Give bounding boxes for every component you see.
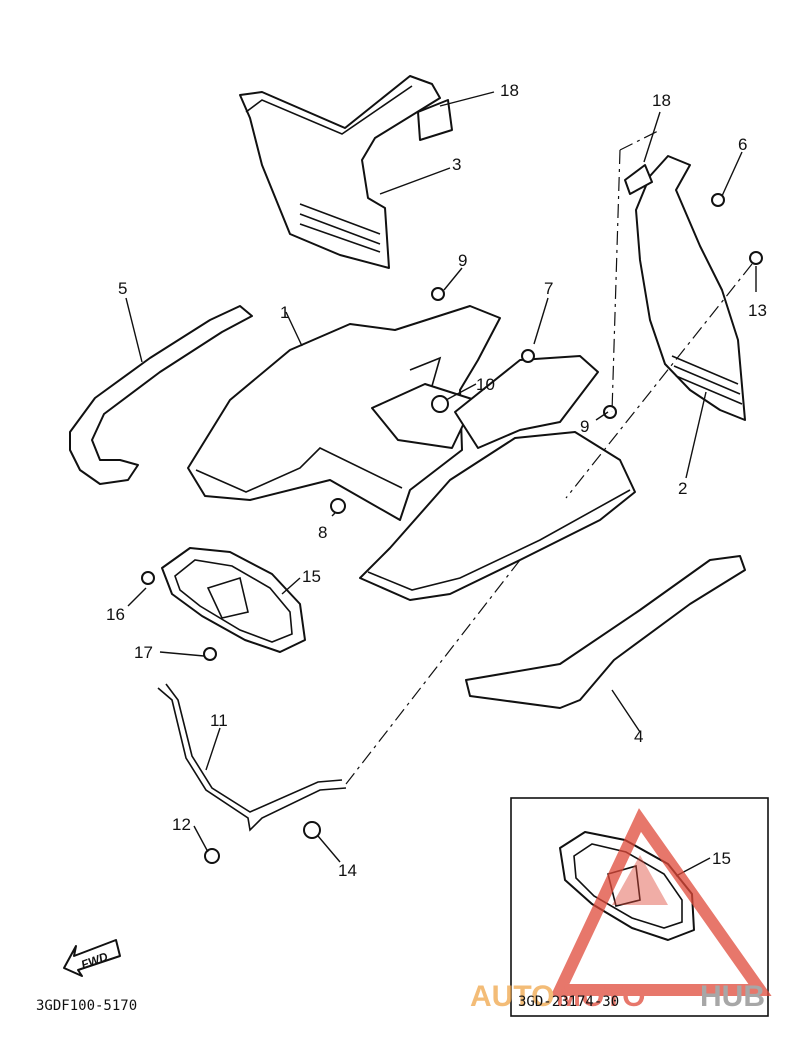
callout-18-right: 18 (652, 91, 671, 110)
callout-15: 15 (302, 567, 321, 586)
watermark-hub: HUB (700, 980, 765, 1013)
right-side-cover-part-2 (624, 155, 746, 421)
watermark-moto: MOTO (556, 980, 645, 1013)
callout-14: 14 (338, 861, 357, 880)
fasteners (141, 193, 763, 864)
callout-13: 13 (748, 301, 767, 320)
callout-8: 8 (318, 523, 327, 542)
callout-15-inset: 15 (712, 849, 731, 868)
leader-lines (125, 91, 757, 863)
watermark: AUTO MOTO HUB (470, 808, 772, 1013)
callout-9-top: 9 (458, 251, 467, 270)
front-fender-part-1 (187, 305, 501, 521)
rear-fender (359, 355, 636, 601)
callout-4: 4 (634, 727, 643, 746)
fwd-arrow-icon: FWD (63, 939, 121, 977)
bracket-rod-part-11 (157, 683, 347, 832)
callout-7: 7 (544, 279, 553, 298)
tail-light-bracket-part-15 (161, 547, 306, 653)
left-flap-part-5 (69, 305, 253, 485)
left-side-cover-part-3 (239, 75, 453, 269)
callout-12: 12 (172, 815, 191, 834)
callout-labels: 18 3 5 1 9 7 10 8 9 18 6 13 2 4 15 16 17… (106, 81, 767, 880)
right-flap-part-4 (465, 555, 746, 709)
callout-3: 3 (452, 155, 461, 174)
inset-code: 3GD-23174-30 (518, 994, 619, 1010)
callout-9-right: 9 (580, 417, 589, 436)
callout-5: 5 (118, 279, 127, 298)
callout-11: 11 (210, 711, 228, 730)
watermark-auto: AUTO (470, 980, 554, 1013)
callout-10: 10 (476, 375, 495, 394)
callout-1: 1 (280, 303, 289, 322)
callout-6: 6 (738, 135, 747, 154)
inset-box (510, 797, 769, 1017)
diagram-code: 3GDF100-5170 (36, 998, 137, 1014)
callout-17: 17 (134, 643, 153, 662)
callout-18-left: 18 (500, 81, 519, 100)
callout-2: 2 (678, 479, 687, 498)
callout-16: 16 (106, 605, 125, 624)
